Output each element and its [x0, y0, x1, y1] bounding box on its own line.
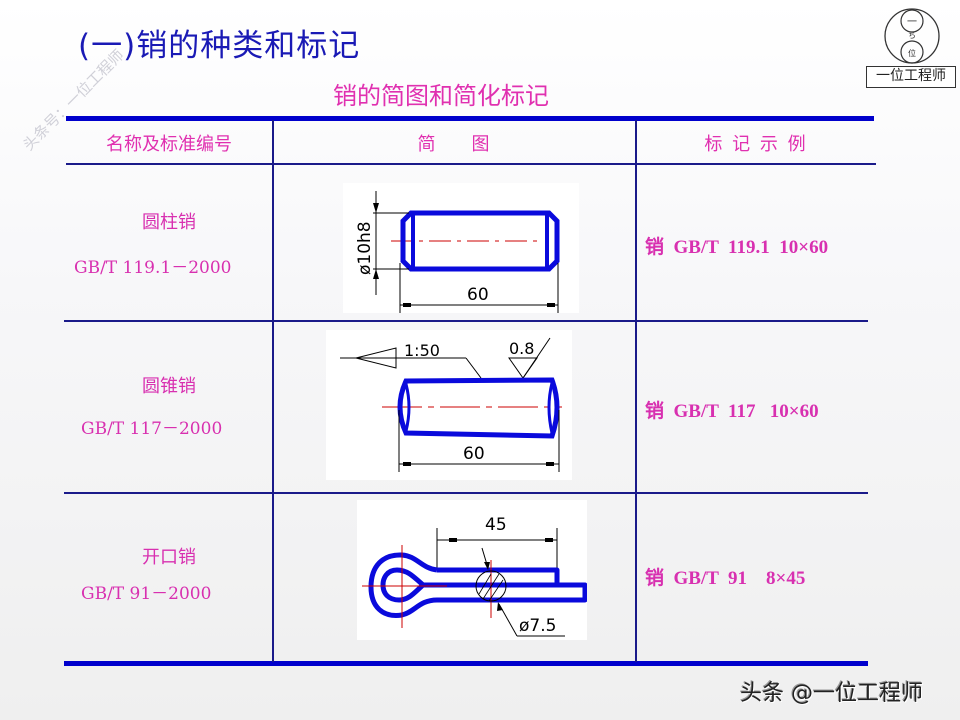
- taper-label: 1:50: [404, 341, 440, 360]
- row-3-name-cell: 开口销: [66, 543, 272, 569]
- length-label: 60: [463, 444, 485, 464]
- header-mark-example: 标 记 示 例: [704, 134, 806, 155]
- row-2-name-cell: 圆锥销: [66, 372, 272, 398]
- column-divider-1: [272, 120, 274, 662]
- header-divider: [66, 163, 876, 165]
- diameter-label: ø10h8: [355, 221, 375, 275]
- roughness-label: 0.8: [509, 339, 534, 358]
- row-1-standard: GB/T 119.1－2000: [74, 258, 232, 278]
- header-sketch: 简 图: [417, 134, 490, 155]
- table-subtitle: 销的简图和简化标记: [333, 82, 549, 110]
- taper-pin-drawing: 1:50 0.8 60: [326, 330, 572, 480]
- row-2-standard: GB/T 117－2000: [81, 419, 223, 439]
- pin-name: 圆锥销: [142, 376, 196, 397]
- row-2-mark: 销 GB/T 117 10×60: [645, 401, 819, 422]
- svg-text:一: 一: [907, 17, 917, 28]
- column-divider-2: [635, 120, 637, 662]
- row-divider-1: [64, 320, 868, 322]
- row-3-standard: GB/T 91－2000: [81, 584, 212, 604]
- footer-watermark: 头条 @一位工程师: [740, 681, 923, 706]
- split-pin-drawing: 45 ø7.5: [357, 500, 587, 640]
- diameter-label: ø7.5: [519, 616, 556, 636]
- slide-title: (一)销的种类和标记: [78, 28, 361, 64]
- row-1-mark: 销 GB/T 119.1 10×60: [645, 237, 829, 258]
- length-label: 60: [467, 285, 489, 305]
- table-top-border: [66, 116, 874, 121]
- length-label: 45: [485, 515, 507, 535]
- row-3-mark: 销 GB/T 91 8×45: [645, 568, 806, 589]
- row-divider-2: [64, 492, 868, 494]
- table-bottom-border: [64, 661, 868, 666]
- pin-name: 开口销: [142, 547, 196, 568]
- cylindrical-pin-drawing: ø10h8 60: [343, 183, 579, 313]
- svg-text:ち: ち: [908, 31, 916, 40]
- pin-name: 圆柱销: [142, 212, 196, 233]
- logo-label: 一位工程师: [866, 66, 956, 88]
- header-name: 名称及标准编号: [106, 134, 232, 155]
- svg-text:位: 位: [908, 48, 916, 58]
- logo-icon: 一 ち 位: [884, 8, 940, 64]
- row-1-name-cell: 圆柱销: [66, 208, 272, 234]
